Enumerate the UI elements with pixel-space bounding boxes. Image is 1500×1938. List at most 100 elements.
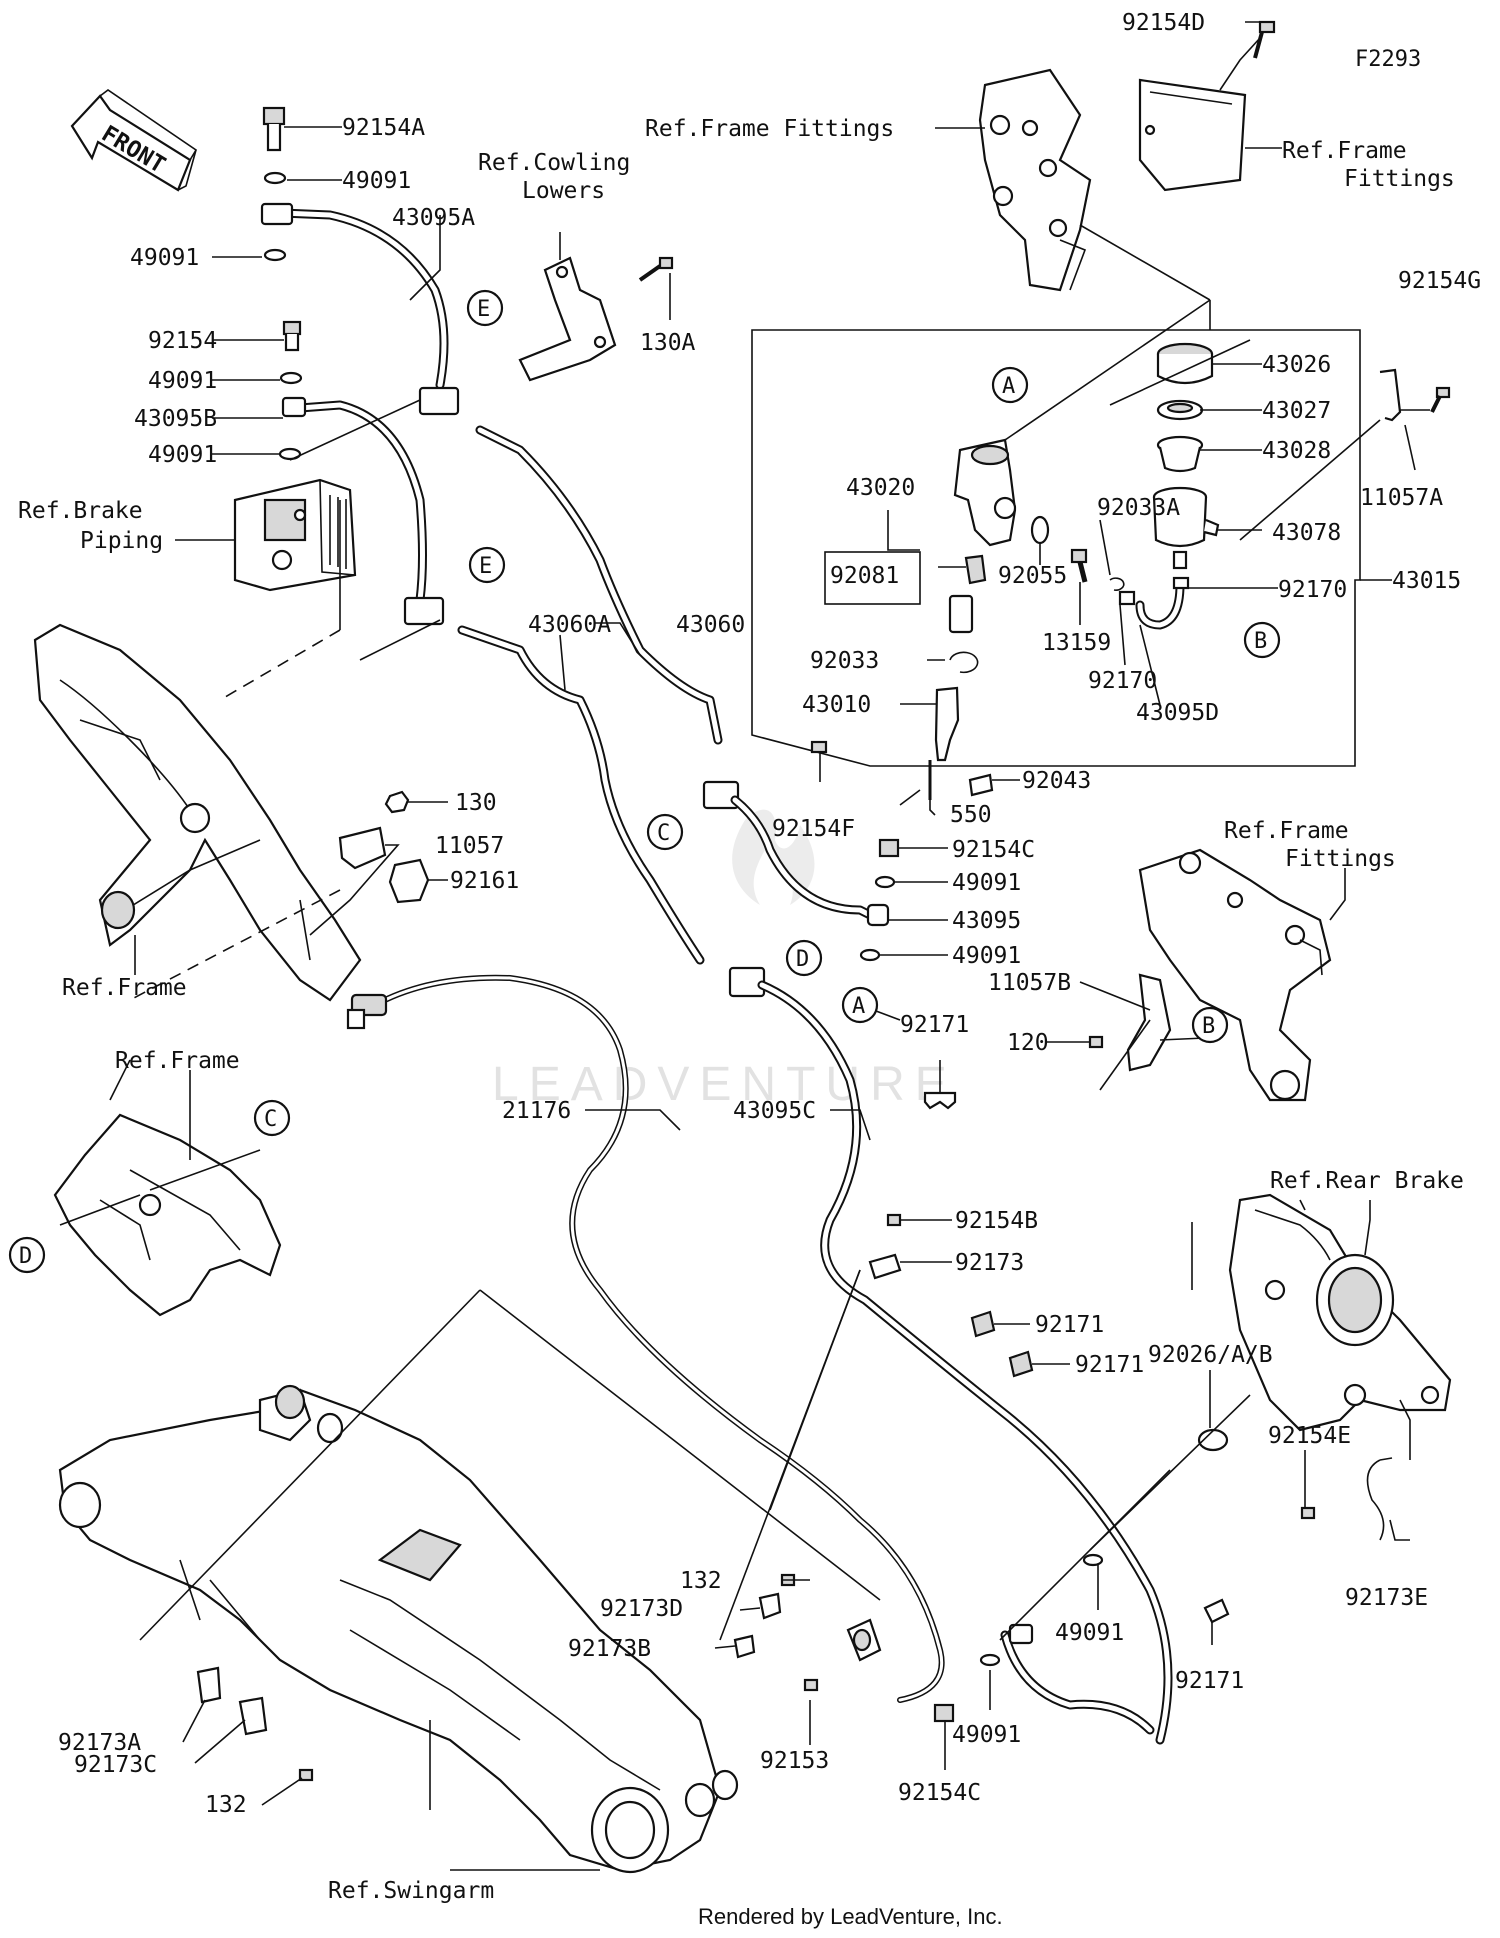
clamp-92170-lower	[1118, 590, 1136, 606]
piston-kit-box	[824, 551, 921, 605]
washer-49091-b	[263, 248, 287, 262]
part-label: 92043	[1022, 768, 1091, 794]
frame-lower-section	[53, 1113, 282, 1317]
part-label: 43020	[846, 475, 915, 501]
push-rod-43010	[928, 686, 960, 800]
part-label: 43078	[1272, 520, 1341, 546]
speed-sensor-wire-21176	[346, 974, 945, 1703]
clamp-92173a	[196, 1666, 222, 1704]
part-label: 43095	[952, 908, 1021, 934]
clip-92171-a	[923, 1091, 957, 1110]
ref-frame-fittings-top-right: Ref.Frame	[1282, 138, 1407, 164]
part-label: 92154C	[898, 1780, 981, 1806]
o-ring-92055	[1030, 515, 1050, 545]
clip-92171-d	[1203, 1598, 1230, 1624]
bolt-132-lower	[298, 1768, 314, 1782]
callout-b-upper: B	[1243, 621, 1281, 659]
part-label: 43095A	[392, 205, 475, 231]
part-label: 49091	[952, 943, 1021, 969]
clamp-92173c	[238, 1696, 268, 1736]
part-label: 49091	[952, 870, 1021, 896]
part-label: 11057B	[988, 970, 1071, 996]
clamp-92173d	[758, 1592, 782, 1620]
reservoir-43078	[1152, 486, 1220, 570]
clamp-92173e	[1366, 1457, 1393, 1541]
part-label: 43028	[1262, 438, 1331, 464]
part-label: 92173B	[568, 1636, 651, 1662]
ref-brake-piping: Ref.Brake	[18, 498, 143, 524]
part-label: 43095B	[134, 406, 217, 432]
part-label: 13159	[1042, 630, 1111, 656]
part-label: 92154D	[1122, 10, 1205, 36]
sensor-speed-mount	[846, 1618, 882, 1662]
frame-fittings-cover-top	[1138, 78, 1247, 192]
bolt-13159	[1070, 548, 1088, 583]
diaphragm-43028	[1156, 435, 1204, 473]
part-label: 92171	[900, 1012, 969, 1038]
washer-49091-a	[263, 171, 287, 185]
grommet-92161	[388, 858, 430, 904]
part-label: 92171	[1075, 1352, 1144, 1378]
part-label: 92170	[1278, 577, 1347, 603]
cowling-lower-bracket	[518, 256, 617, 382]
ref-cowling-lowers: Ref.Cowling	[478, 150, 630, 176]
ref-frame-fittings-middle-line2: Fittings	[1285, 846, 1396, 872]
part-label: 92154F	[772, 816, 855, 842]
bolt-92153	[803, 1678, 819, 1692]
frame-fittings-bracket-top	[978, 68, 1092, 292]
clamp-92170-upper	[1172, 576, 1190, 590]
abs-unit	[233, 478, 357, 592]
part-label: 92154G	[1398, 268, 1481, 294]
hose-43095c	[757, 980, 1173, 1745]
bracket-11057a	[1379, 368, 1402, 422]
bolt-120	[1088, 1035, 1104, 1049]
part-label: 92154C	[952, 837, 1035, 863]
part-label: 92173C	[74, 1752, 157, 1778]
joint-e-lower	[403, 596, 445, 626]
part-label: 49091	[952, 1722, 1021, 1748]
part-label: 43010	[802, 692, 871, 718]
reservoir-cap-43026	[1156, 342, 1214, 385]
svg-text:B: B	[1254, 629, 1267, 654]
callout-a-lower: A	[841, 986, 879, 1024]
part-label: 43060	[676, 612, 745, 638]
part-label: 49091	[148, 368, 217, 394]
svg-text:A: A	[1002, 374, 1015, 399]
brake-pipe-43060	[475, 425, 723, 745]
ref-frame-fittings-top-right-line2: Fittings	[1344, 166, 1455, 192]
washer-49091-e	[874, 875, 896, 889]
figure-code: F2293	[1355, 47, 1421, 72]
part-label: 92173E	[1345, 1585, 1428, 1611]
bolt-92154f	[810, 740, 828, 754]
part-label: 49091	[148, 442, 217, 468]
callout-d-upper: D	[785, 939, 823, 977]
ref-cowling-lowers-line2: Lowers	[522, 178, 605, 204]
part-label: 92026/A/B	[1148, 1342, 1273, 1368]
svg-text:E: E	[477, 297, 490, 322]
part-label: 43026	[1262, 352, 1331, 378]
part-label: 120	[1007, 1030, 1049, 1056]
part-label: 49091	[342, 168, 411, 194]
piston-cup	[948, 594, 974, 634]
callout-a-upper: A	[991, 366, 1029, 404]
svg-text:D: D	[796, 947, 809, 972]
reference-labels: Ref.Frame Fittings Ref.Frame Fittings Re…	[18, 116, 1464, 1904]
clamp-92173	[868, 1253, 902, 1280]
part-label: 132	[205, 1792, 247, 1818]
part-label: 550	[950, 802, 992, 828]
part-label: 43060A	[528, 612, 611, 638]
banjo-bolt-92154c-lower	[933, 1703, 955, 1723]
washer-49091-g	[1082, 1553, 1104, 1567]
bracket-11057	[338, 826, 387, 870]
svg-text:C: C	[657, 821, 670, 846]
part-label: 92154B	[955, 1208, 1038, 1234]
part-label: 49091	[130, 245, 199, 271]
part-label: 92170	[1088, 668, 1157, 694]
callout-c-lower: C	[253, 1099, 291, 1137]
watermark-text: LEADVENTURE	[492, 1058, 957, 1111]
part-label: 92154	[148, 328, 217, 354]
part-label: 43095C	[733, 1098, 816, 1124]
clevis-pin-92043	[968, 773, 994, 797]
ref-frame-fittings-top-left: Ref.Frame Fittings	[645, 116, 894, 142]
svg-text:E: E	[479, 554, 492, 579]
